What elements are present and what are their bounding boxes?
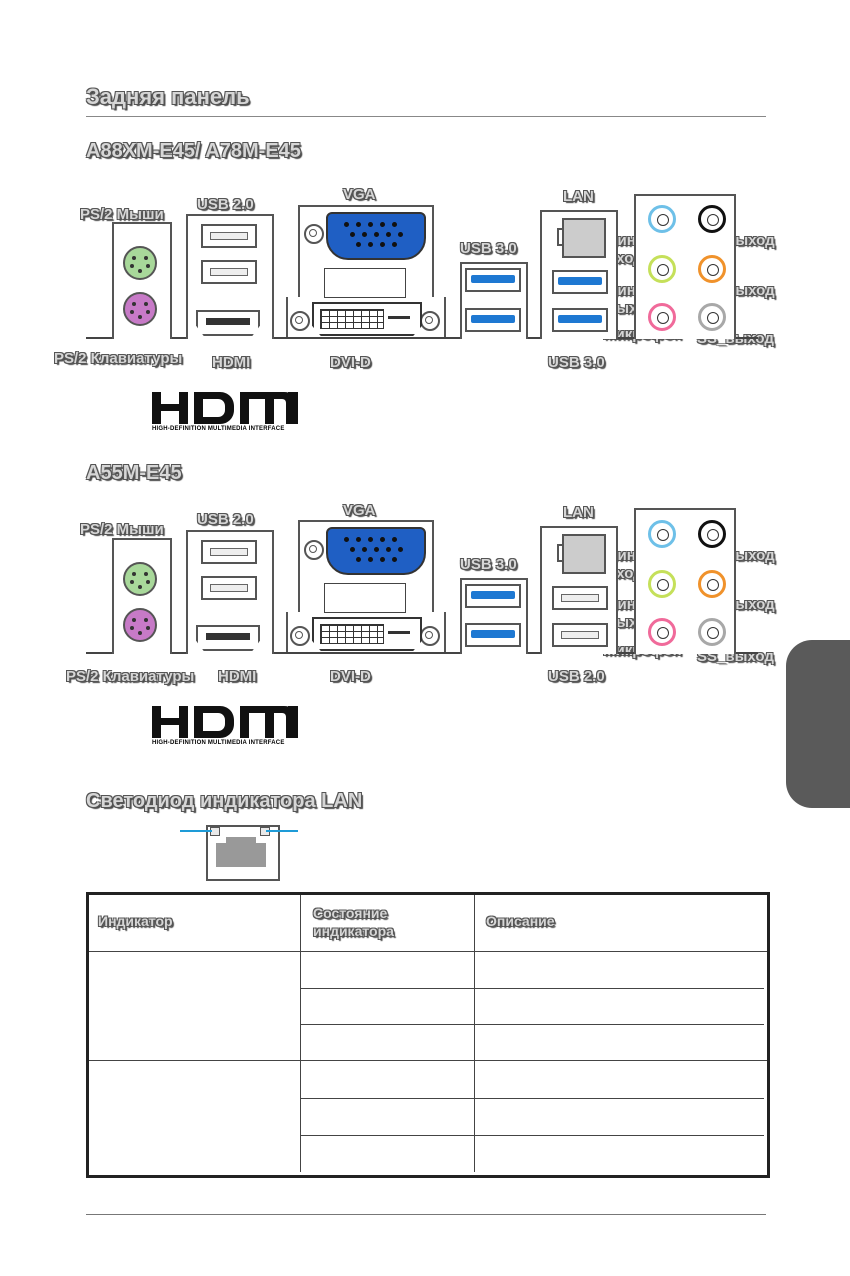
- led-right-pointer: [266, 830, 298, 832]
- usb20-port: [201, 224, 257, 248]
- hdmi-logo: HIGH-DEFINITION MULTIMEDIA INTERFACE: [152, 706, 298, 746]
- label-ps2-keyboard: PS/2 Клавиатуры: [66, 668, 195, 685]
- usb20-port: [552, 623, 608, 647]
- dvi-label-plate: [324, 583, 406, 613]
- dvi-port: [312, 302, 422, 336]
- panel-baseline: [86, 337, 758, 339]
- hdmi-logo-icon: [152, 392, 298, 424]
- usb20-port: [201, 540, 257, 564]
- panel-2-model: A55M-E45: [86, 462, 182, 484]
- label-usb20: USB 2.0: [197, 196, 254, 213]
- title-rule: [86, 116, 766, 117]
- audio-jack-cs-out: [698, 255, 726, 283]
- usb20-port: [201, 576, 257, 600]
- label-hdmi: HDMI: [212, 354, 251, 371]
- table-rule: [89, 951, 767, 952]
- label-ps2-keyboard: PS/2 Клавиатуры: [54, 350, 183, 367]
- label-dvid: DVI-D: [330, 668, 371, 685]
- table-rule: [474, 1061, 475, 1172]
- screw-icon: [290, 311, 310, 331]
- usb30-port: [465, 623, 521, 647]
- screw-icon: [304, 224, 324, 244]
- usb30-port: [552, 308, 608, 332]
- th-description: Описание: [486, 913, 555, 929]
- hdmi-logo-icon: [152, 706, 298, 738]
- vga-port: [326, 212, 426, 260]
- audio-jack-line-in: [648, 205, 676, 233]
- label-hdmi: HDMI: [218, 668, 257, 685]
- table-rule: [89, 1060, 767, 1061]
- label-lan: LAN: [563, 188, 594, 205]
- panel-baseline: [86, 652, 758, 654]
- screw-icon: [290, 626, 310, 646]
- label-lan: LAN: [563, 504, 594, 521]
- audio-jack-ss-out: [698, 618, 726, 646]
- audio-jack-line-out: [648, 570, 676, 598]
- led-table: [86, 892, 770, 1178]
- table-rule: [300, 1061, 301, 1172]
- section-title: Задняя панель: [86, 84, 250, 109]
- label-vga: VGA: [343, 502, 376, 519]
- usb30-port: [465, 268, 521, 292]
- audio-jack-mic: [648, 303, 676, 331]
- ps2-mouse-port: [123, 562, 157, 596]
- audio-jack-rs-out: [698, 520, 726, 548]
- label-dvid: DVI-D: [330, 354, 371, 371]
- screw-icon: [420, 626, 440, 646]
- hdmi-port: [196, 310, 260, 336]
- table-rule: [474, 895, 475, 951]
- usb20-port: [201, 260, 257, 284]
- usb30-port: [465, 584, 521, 608]
- label-usb30-upper: USB 3.0: [460, 556, 517, 573]
- label-usb-lower: USB 3.0: [548, 354, 605, 371]
- dvi-label-plate: [324, 268, 406, 298]
- label-usb30-upper: USB 3.0: [460, 240, 517, 257]
- ps2-mouse-port: [123, 246, 157, 280]
- audio-jack-mic: [648, 618, 676, 646]
- vga-port: [326, 527, 426, 575]
- table-rule: [300, 988, 764, 989]
- hdmi-tagline: HIGH-DEFINITION MULTIMEDIA INTERFACE: [152, 740, 285, 746]
- ps2-keyboard-port: [123, 292, 157, 326]
- usb20-port: [552, 586, 608, 610]
- lan-port: [557, 218, 606, 258]
- label-usb-lower: USB 2.0: [548, 668, 605, 685]
- audio-jack-rs-out: [698, 205, 726, 233]
- th-state: Состояние индикатора: [313, 905, 394, 939]
- footer-rule: [86, 1214, 766, 1215]
- label-usb20: USB 2.0: [197, 511, 254, 528]
- led-section-title: Светодиод индикатора LAN: [86, 790, 363, 812]
- hdmi-logo: HIGH-DEFINITION MULTIMEDIA INTERFACE: [152, 392, 298, 432]
- lan-port: [557, 534, 606, 574]
- table-rule: [474, 951, 475, 1061]
- hdmi-tagline: HIGH-DEFINITION MULTIMEDIA INTERFACE: [152, 426, 285, 432]
- audio-jack-cs-out: [698, 570, 726, 598]
- screw-icon: [420, 311, 440, 331]
- usb30-port: [552, 270, 608, 294]
- table-rule: [300, 1135, 764, 1136]
- dvi-port: [312, 617, 422, 651]
- audio-jack-ss-out: [698, 303, 726, 331]
- table-rule: [300, 1098, 764, 1099]
- label-ps2-mouse: PS/2 Мыши: [80, 521, 164, 538]
- panel-1-model: A88XM-E45/ A78M-E45: [86, 140, 301, 162]
- hdmi-port: [196, 625, 260, 651]
- screw-icon: [304, 540, 324, 560]
- th-indicator: Индикатор: [98, 913, 173, 929]
- usb30-port: [465, 308, 521, 332]
- audio-jack-line-in: [648, 520, 676, 548]
- table-rule: [300, 1024, 764, 1025]
- ps2-keyboard-port: [123, 608, 157, 642]
- label-vga: VGA: [343, 186, 376, 203]
- label-ps2-mouse: PS/2 Мыши: [80, 206, 164, 223]
- table-rule: [300, 951, 301, 1061]
- led-left-pointer: [180, 830, 212, 832]
- audio-jack-line-out: [648, 255, 676, 283]
- side-tab: [786, 640, 850, 808]
- table-rule: [300, 895, 301, 951]
